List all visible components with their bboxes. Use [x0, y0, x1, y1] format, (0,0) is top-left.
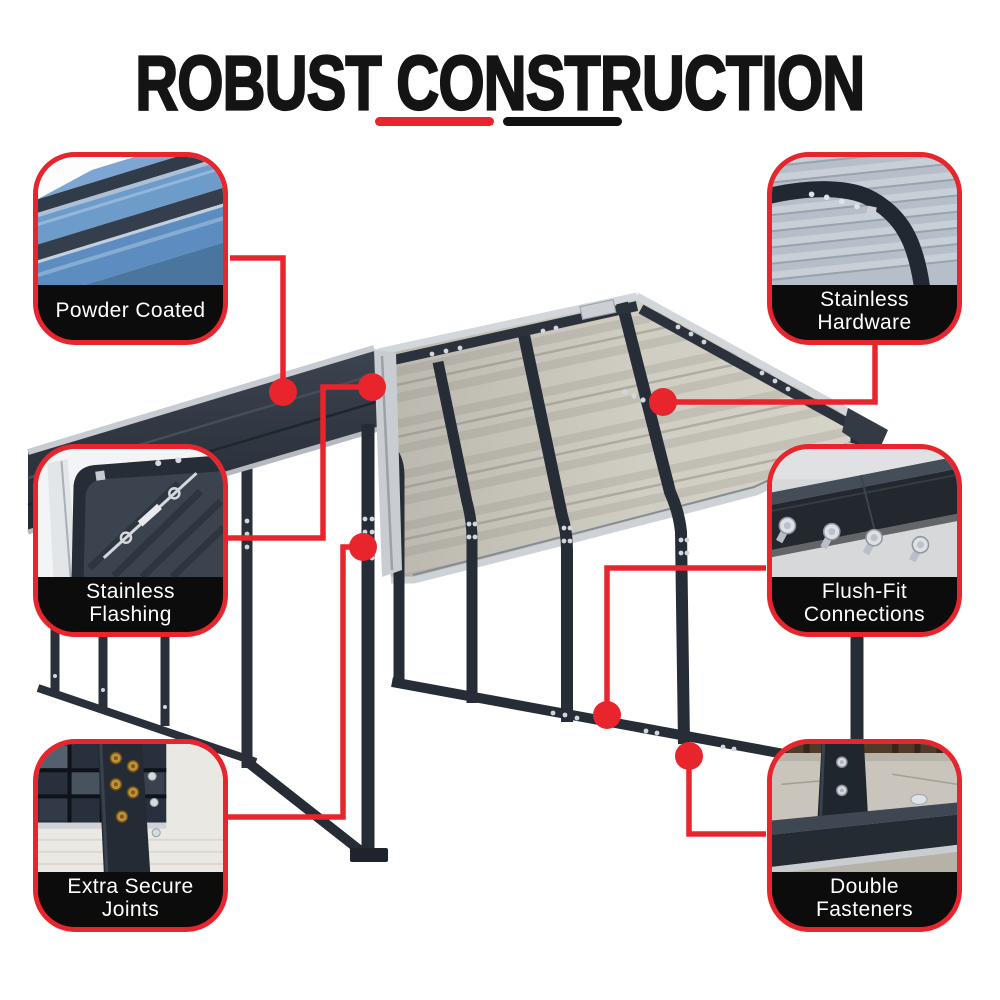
- title-divider: [0, 117, 1000, 126]
- label-line: Fasteners: [816, 897, 913, 921]
- label-line: Joints: [101, 897, 160, 921]
- stainless-hardware-photo: [772, 157, 957, 285]
- callout-label: Extra Secure Joints: [38, 872, 223, 927]
- label-line: Powder Coated: [55, 299, 206, 322]
- callout-label: Powder Coated: [38, 285, 223, 340]
- stainless-flashing-photo: [38, 449, 223, 577]
- label-line: Flush-Fit: [821, 579, 908, 603]
- front-plate: [579, 299, 617, 320]
- label-line: Stainless: [820, 287, 909, 311]
- divider-black-bar: [503, 117, 622, 126]
- callout-extra-secure-joints: Extra Secure Joints: [33, 739, 228, 932]
- header: ROBUST CONSTRUCTION: [0, 40, 1000, 128]
- callout-stainless-flashing: Stainless Flashing: [33, 444, 228, 637]
- callout-flush-fit-connections: Flush-Fit Connections: [767, 444, 962, 637]
- callout-label: Flush-Fit Connections: [772, 577, 957, 632]
- callout-powder-coated: Powder Coated: [33, 152, 228, 345]
- roof-right-corner: [842, 408, 888, 455]
- label-line: Extra Secure: [67, 874, 194, 898]
- label-line: Hardware: [817, 310, 912, 334]
- callout-label: Stainless Hardware: [772, 285, 957, 340]
- fascia-top-trim: [27, 345, 375, 455]
- double-fasteners-photo: [772, 744, 957, 872]
- callout-label: Double Fasteners: [772, 872, 957, 927]
- powder-coated-photo: [38, 157, 223, 285]
- callout-label: Stainless Flashing: [38, 577, 223, 632]
- callout-stainless-hardware: Stainless Hardware: [767, 152, 962, 345]
- label-line: Flashing: [89, 602, 172, 626]
- label-line: Connections: [803, 602, 926, 626]
- flush-fit-photo: [772, 449, 957, 577]
- label-line: Double: [830, 874, 899, 898]
- extra-secure-joints-photo: [38, 744, 223, 872]
- callout-double-fasteners: Double Fasteners: [767, 739, 962, 932]
- divider-red-bar: [375, 117, 494, 126]
- page-title: ROBUST CONSTRUCTION: [135, 40, 867, 128]
- post-base-plate: [350, 848, 388, 862]
- label-line: Stainless: [86, 579, 175, 603]
